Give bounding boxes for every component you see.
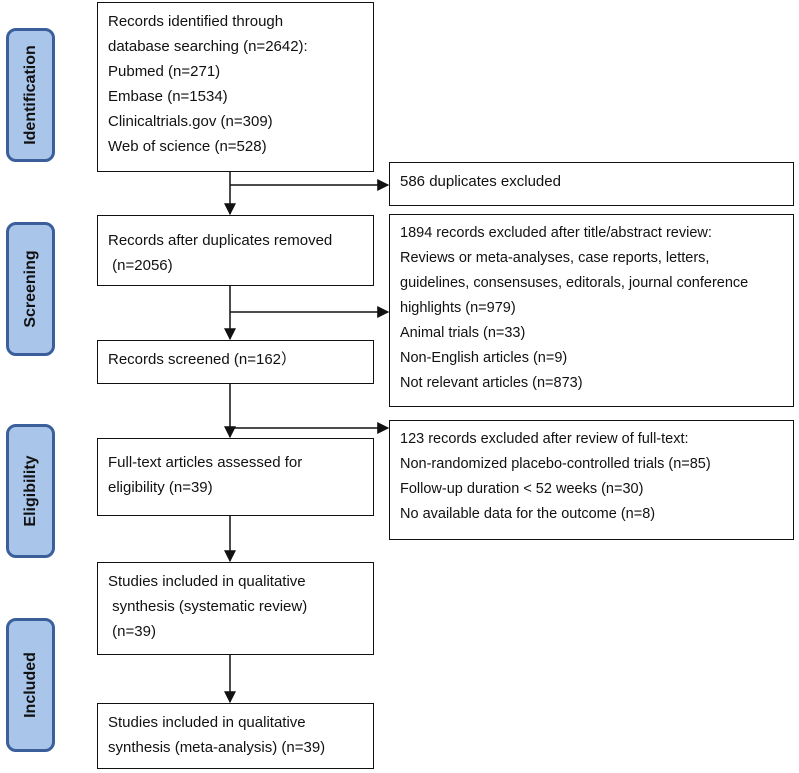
box-fulltext-assessed: Full-text articles assessed for eligibil… bbox=[97, 438, 374, 516]
box-fulltext-excluded: 123 records excluded after review of ful… bbox=[389, 420, 794, 540]
box-duplicates-excluded: 586 duplicates excluded bbox=[389, 162, 794, 206]
box-after-duplicates: Records after duplicates removed (n=2056… bbox=[97, 215, 374, 286]
stage-eligibility: Eligibility bbox=[6, 424, 55, 558]
box-qualitative-synthesis: Studies included in qualitative synthesi… bbox=[97, 562, 374, 655]
box-records-screened: Records screened (n=162） bbox=[97, 340, 374, 384]
stage-identification: Identification bbox=[6, 28, 55, 162]
stage-screening: Screening bbox=[6, 222, 55, 356]
box-meta-analysis: Studies included in qualitative synthesi… bbox=[97, 703, 374, 769]
stage-included: Included bbox=[6, 618, 55, 752]
box-title-abstract-excluded: 1894 records excluded after title/abstra… bbox=[389, 214, 794, 407]
box-records-identified: Records identified through database sear… bbox=[97, 2, 374, 172]
